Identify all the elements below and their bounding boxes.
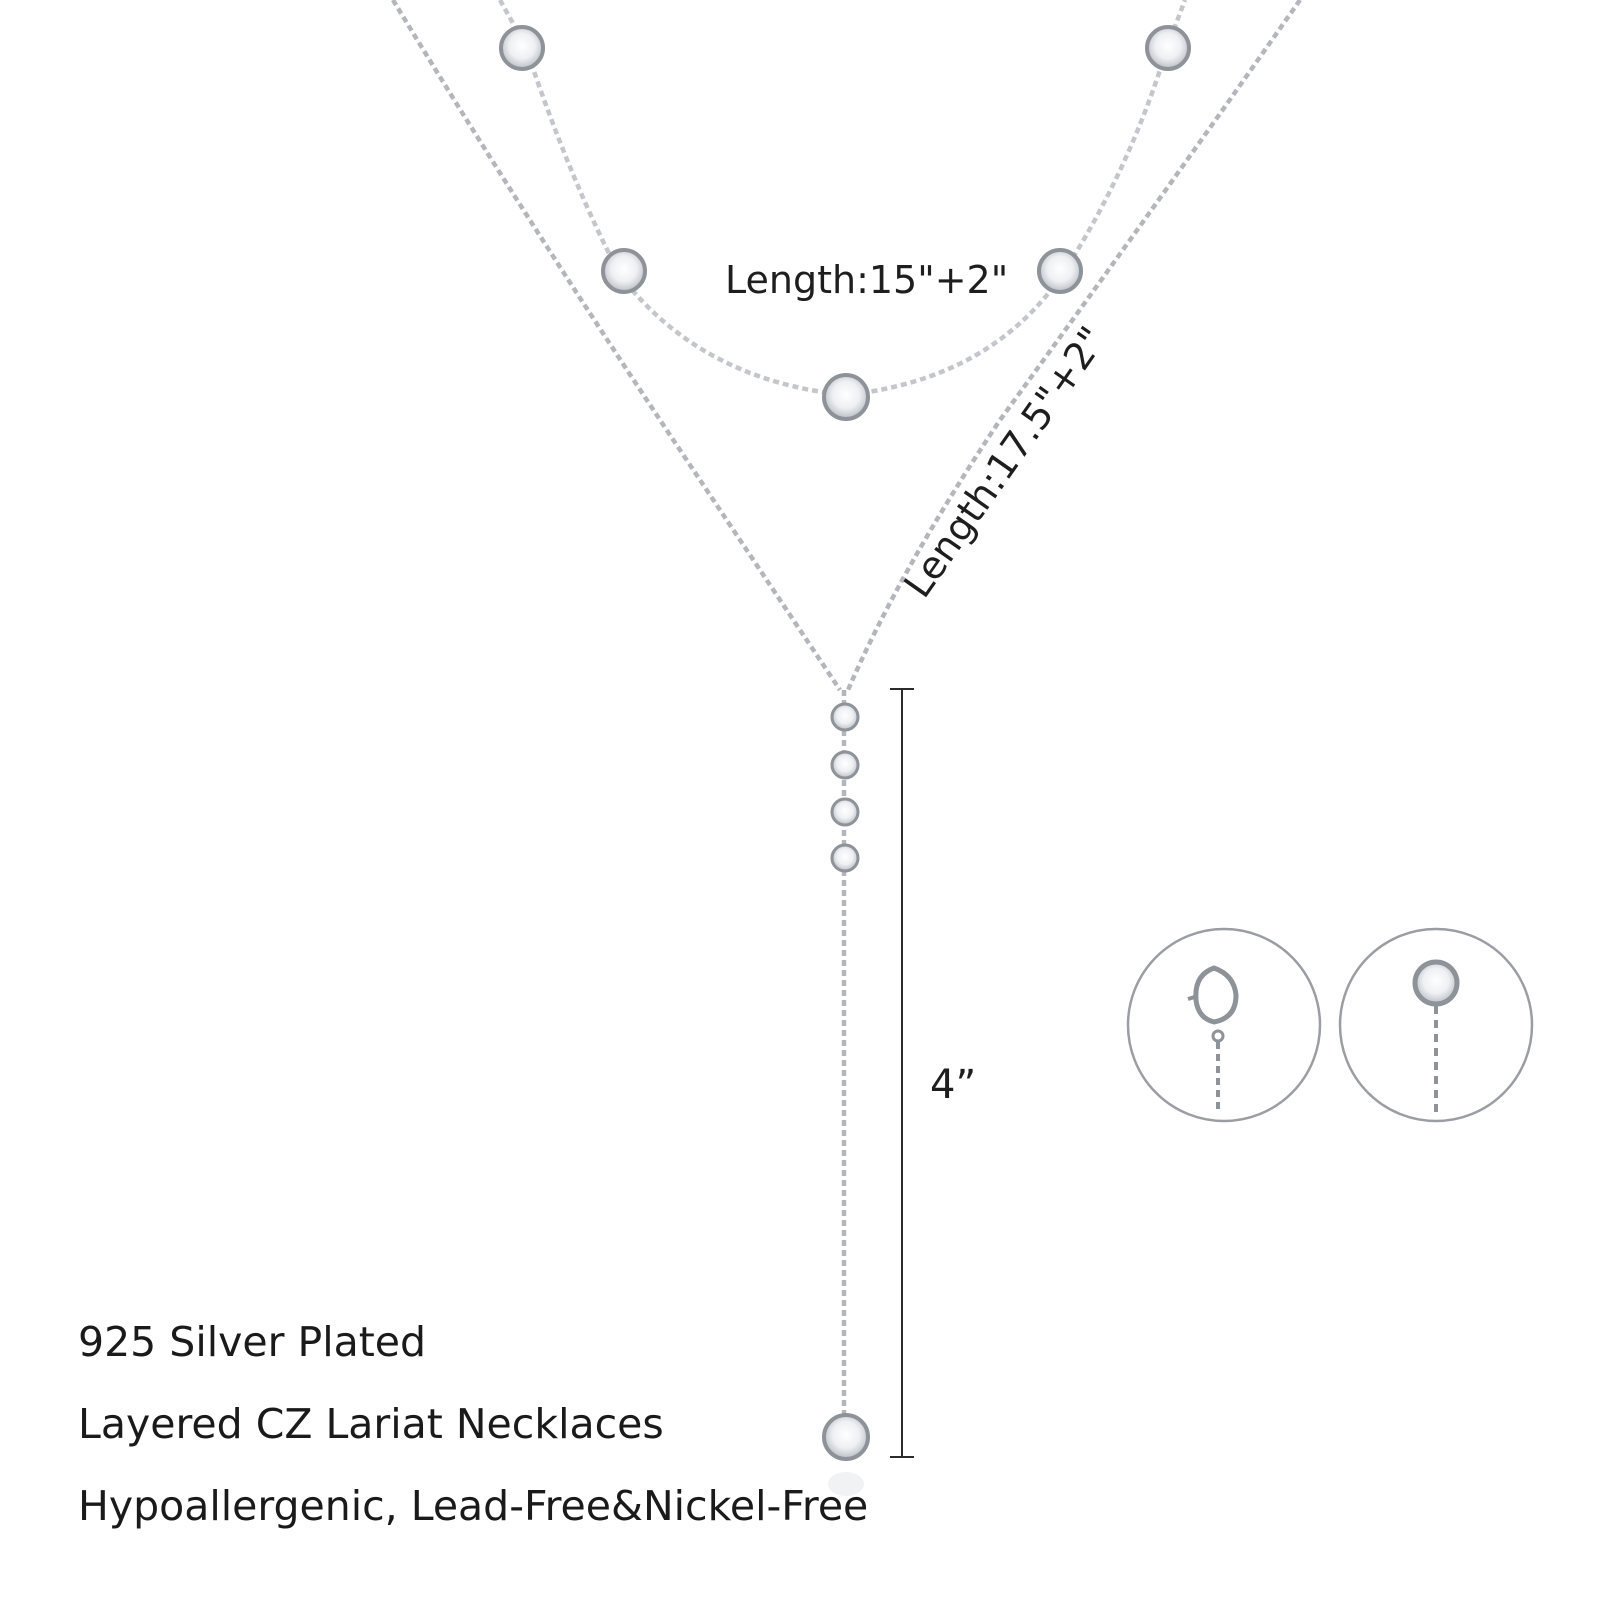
lobster-clasp-icon [1187,965,1239,1110]
cz-bezel-stone-icon [1412,959,1460,1118]
cz-stone-icon [830,702,860,732]
stone-detail-circle [1338,927,1534,1123]
length-measure-bar [890,688,914,1458]
drop-stones [822,702,870,1496]
inner-length-label: Length:15"+2" [725,258,1009,302]
cz-stone-icon [830,843,860,873]
cz-stone-icon [830,750,860,780]
clasp-detail-circle [1126,927,1322,1123]
cz-stone-icon [1037,248,1083,294]
cz-stone-icon [601,248,647,294]
cz-stone-icon [499,25,545,71]
cz-stone-icon [822,373,870,421]
inner-chain-stones [499,25,1191,421]
outer-chain [391,0,1302,692]
product-name-caption: Layered CZ Lariat Necklaces [78,1400,664,1448]
cz-stone-icon [1145,25,1191,71]
cz-stone-icon [830,797,860,827]
cz-pendant-stone-icon [822,1413,870,1461]
material-caption: 925 Silver Plated [78,1318,427,1366]
drop-length-label: 4” [930,1062,977,1108]
pendant-reflection [828,1472,864,1496]
feature-caption: Hypoallergenic, Lead-Free&Nickel-Free [78,1482,869,1530]
